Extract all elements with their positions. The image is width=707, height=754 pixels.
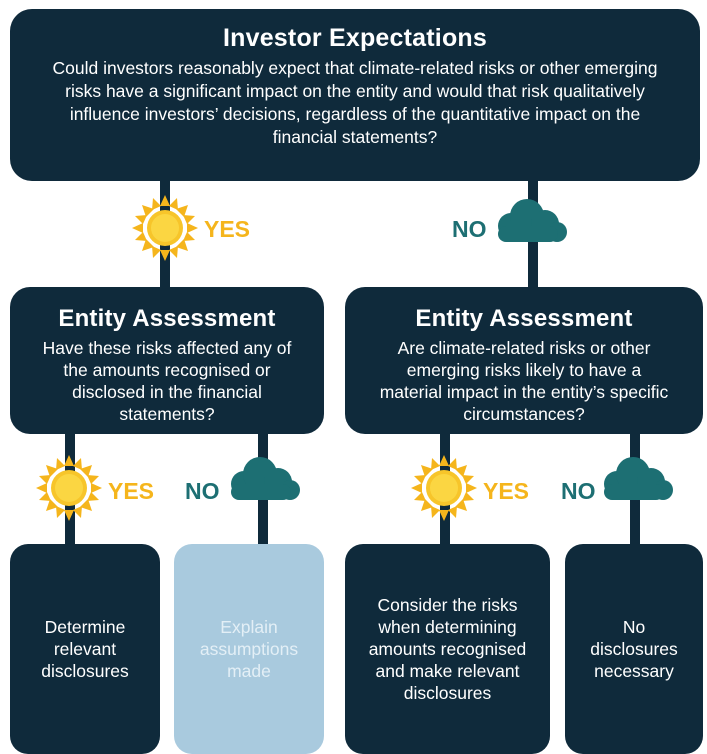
- sun-icon: [36, 455, 102, 521]
- no-label: NO: [185, 478, 220, 504]
- entity-assessment-left-title: Entity Assessment: [58, 305, 276, 332]
- investor-expectations-title: Investor Expectations: [222, 24, 487, 52]
- yes-label: YES: [204, 216, 251, 242]
- investor-expectations-box: Investor Expectations Could investors re…: [10, 9, 700, 181]
- outcome-text: Explain assumptions made: [199, 617, 299, 681]
- sun-icon: [411, 455, 477, 521]
- cloud-icon: [231, 457, 300, 500]
- outcome-explain-assumptions-box: Explain assumptions made: [174, 544, 324, 754]
- sun-icon: [132, 195, 198, 261]
- cloud-icon: [498, 199, 567, 242]
- outcome-text: No disclosures necessary: [590, 617, 678, 681]
- entity-assessment-left-box: Entity Assessment Have these risks affec…: [10, 287, 324, 434]
- outcome-text: Determine relevant disclosures: [41, 617, 129, 681]
- investor-expectations-question: Could investors reasonably expect that c…: [52, 58, 658, 147]
- outcome-text: Consider the risks when determining amou…: [368, 595, 527, 703]
- yes-label: YES: [483, 478, 530, 504]
- entity-assessment-left-question: Have these risks affected any of the amo…: [42, 338, 292, 424]
- entity-assessment-right-question: Are climate-related risks or other emerg…: [379, 338, 669, 424]
- yes-label: YES: [108, 478, 155, 504]
- outcome-no-disclosures-box: No disclosures necessary: [565, 544, 703, 754]
- outcome-consider-risks-box: Consider the risks when determining amou…: [345, 544, 550, 754]
- no-label: NO: [452, 216, 487, 242]
- no-label: NO: [561, 478, 596, 504]
- cloud-icon: [604, 457, 673, 500]
- outcome-determine-disclosures-box: Determine relevant disclosures: [10, 544, 160, 754]
- entity-assessment-right-title: Entity Assessment: [415, 305, 633, 332]
- entity-assessment-right-box: Entity Assessment Are climate-related ri…: [345, 287, 703, 434]
